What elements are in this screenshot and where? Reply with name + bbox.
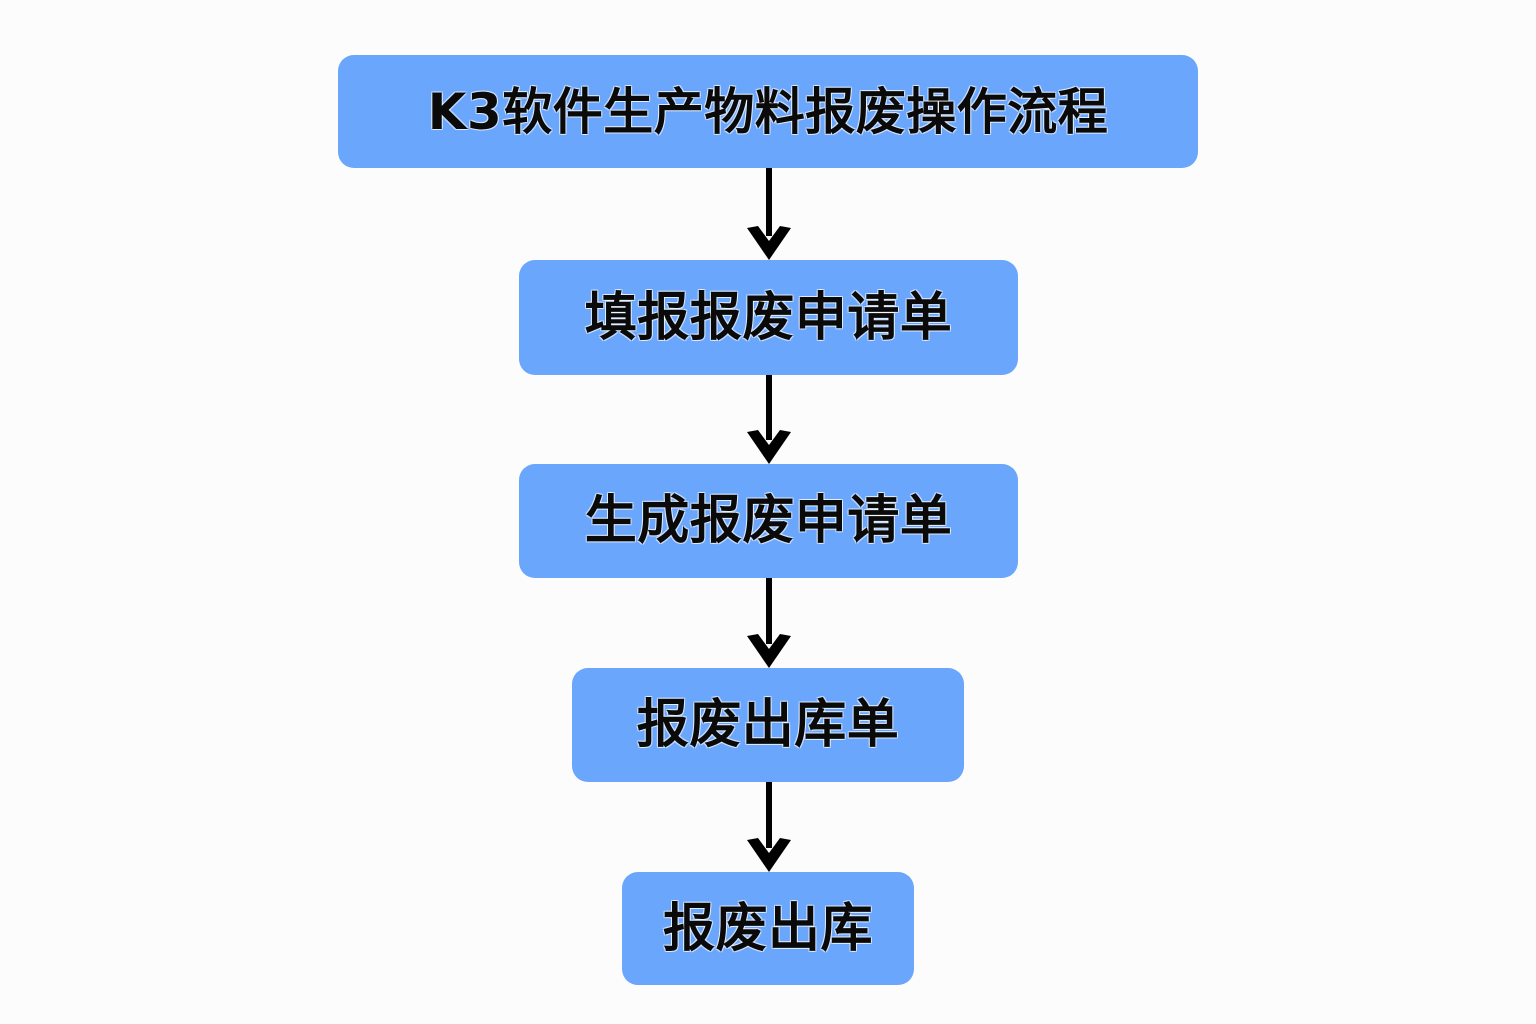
arrow-title-to-fill-application: [747, 168, 791, 260]
flowchart-node-scrap-outbound-order[interactable]: 报废出库单: [572, 668, 964, 782]
flowchart-node-scrap-outbound-label: 报废出库: [662, 898, 873, 959]
flowchart-node-generate-application-label: 生成报废申请单: [584, 491, 953, 551]
arrow-generate-application-to-scrap-outbound-order: [747, 578, 791, 668]
arrow-fill-application-to-generate-application: [747, 375, 791, 464]
flowchart-node-fill-application[interactable]: 填报报废申请单: [519, 260, 1018, 375]
flowchart-node-title-label: K3软件生产物料报废操作流程: [427, 82, 1109, 141]
flowchart-node-generate-application[interactable]: 生成报废申请单: [519, 464, 1018, 578]
flowchart-node-title[interactable]: K3软件生产物料报废操作流程: [338, 55, 1198, 168]
flowchart-node-scrap-outbound-order-label: 报废出库单: [636, 695, 900, 755]
flowchart-node-fill-application-label: 填报报废申请单: [584, 287, 953, 348]
flowchart-node-scrap-outbound[interactable]: 报废出库: [622, 872, 914, 985]
arrow-scrap-outbound-order-to-scrap-outbound: [747, 782, 791, 872]
